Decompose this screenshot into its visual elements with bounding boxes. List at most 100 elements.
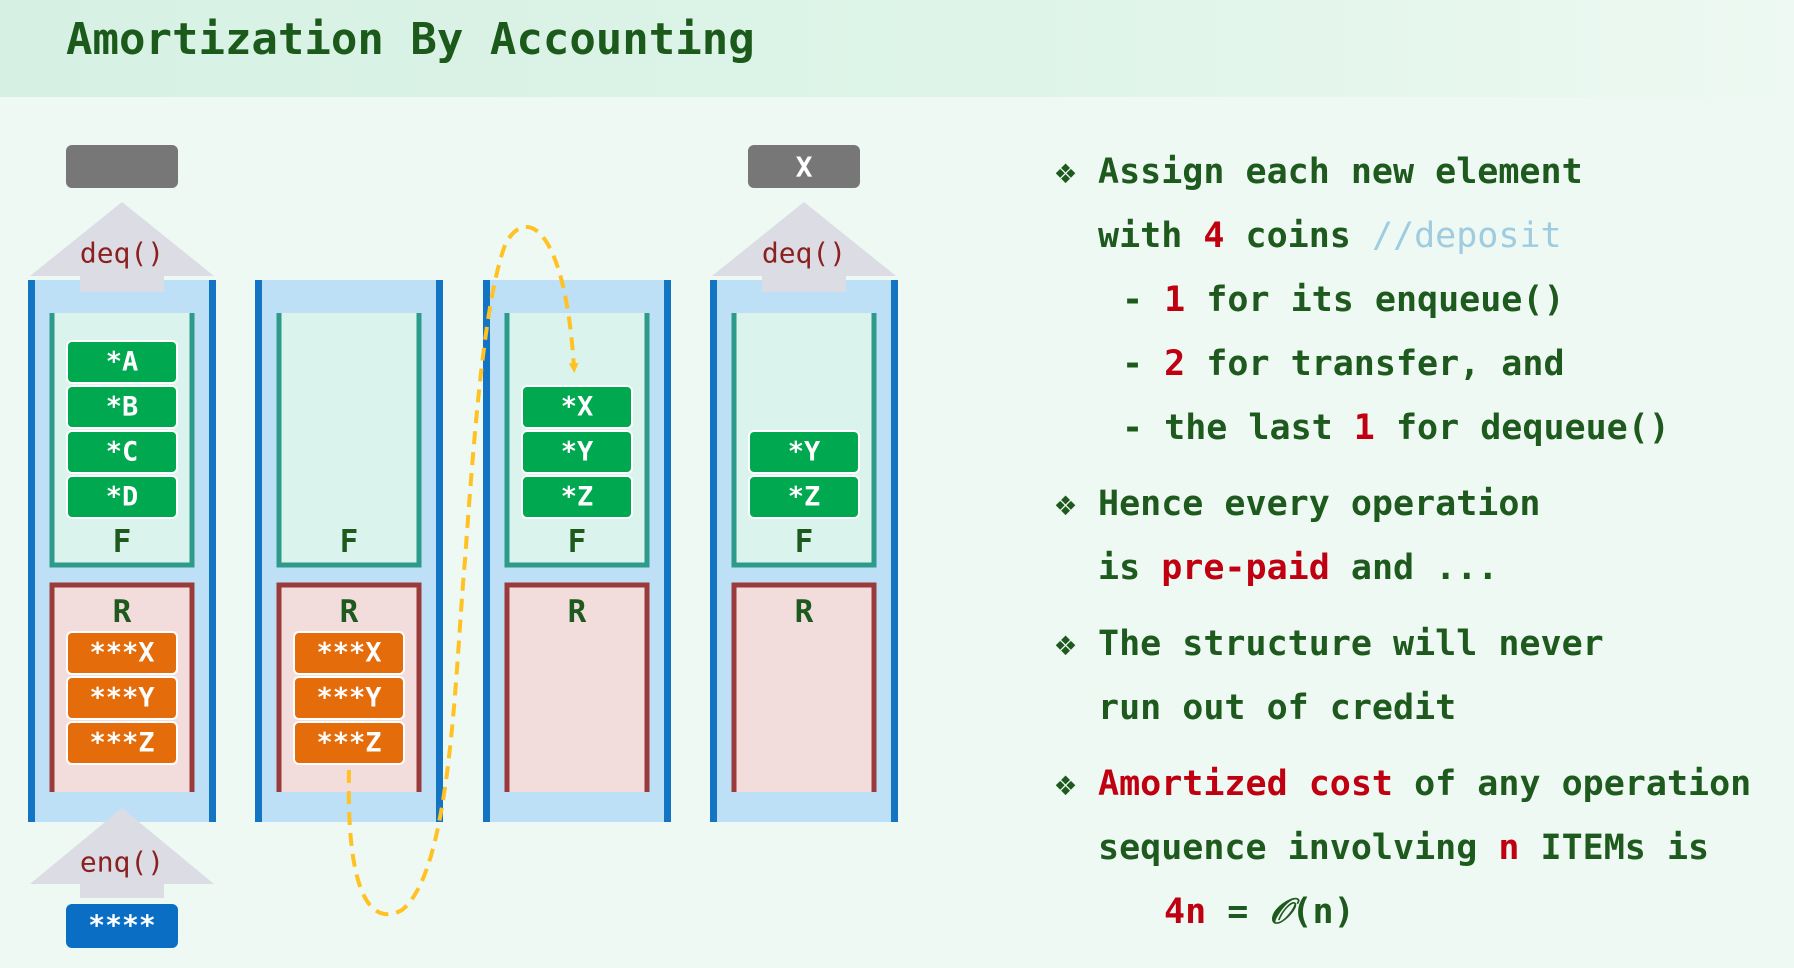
front-item	[66, 475, 178, 519]
front-item-label: *Z	[561, 482, 594, 513]
front-item-label: *Y	[561, 437, 594, 468]
transfer-arc-arrow	[346, 225, 579, 917]
front-item-label: *B	[106, 392, 139, 423]
bullet-text: sequence involving	[1098, 828, 1499, 868]
column-rail-left	[710, 280, 717, 822]
dequeue-output-box	[66, 145, 178, 188]
bullet-text: coins	[1224, 216, 1372, 256]
front-item	[66, 430, 178, 474]
front-item-label: *X	[561, 392, 594, 423]
bullet-4-line-2: sequence involving n ITEMs is	[1055, 816, 1751, 880]
bullet-2-line-1: ❖ Hence every operation	[1055, 472, 1751, 536]
coin-count: 1	[1164, 280, 1186, 320]
bullet-text: - the last	[1122, 408, 1354, 448]
dequeue-label: deq()	[80, 237, 164, 270]
rear-item	[293, 721, 405, 765]
rear-label: R	[568, 594, 587, 630]
bullet-text: The structure will never	[1098, 624, 1604, 664]
column-rail-right	[209, 280, 216, 822]
bullet-text: for dequeue()	[1374, 408, 1670, 448]
bullet-3-line-1: ❖ The structure will never	[1055, 612, 1751, 676]
front-item	[748, 430, 860, 474]
bullet-text: is	[1098, 548, 1162, 588]
dequeue-label: deq()	[762, 237, 846, 270]
front-item	[521, 430, 633, 474]
front-stack-border	[49, 313, 195, 568]
diamond-bullet-icon: ❖	[1055, 484, 1077, 524]
dequeue-output-box	[748, 145, 860, 188]
front-item	[748, 475, 860, 519]
rear-stack-border	[504, 582, 650, 792]
pre-paid-highlight: pre-paid	[1161, 548, 1330, 588]
bullet-text: -	[1122, 344, 1165, 384]
cost-4n: 4n	[1164, 892, 1207, 932]
bullet-text: Hence every operation	[1098, 484, 1541, 524]
rear-stack	[734, 585, 874, 792]
front-item	[66, 340, 178, 384]
column-rail-left	[255, 280, 262, 822]
enqueue-input-box	[66, 904, 178, 948]
page-title: Amortization By Accounting	[66, 14, 755, 65]
front-item	[521, 385, 633, 429]
bullet-text: ITEMs is	[1519, 828, 1710, 868]
diamond-bullet-icon: ❖	[1055, 764, 1077, 804]
front-item-label: *C	[106, 437, 139, 468]
front-stack-border	[276, 313, 422, 568]
front-stack	[279, 313, 419, 565]
bullet-1-line-2: with 4 coins //deposit	[1055, 204, 1751, 268]
bullet-2-line-2: is pre-paid and ...	[1055, 536, 1751, 600]
front-label: F	[113, 524, 132, 560]
bullet-3-line-2: run out of credit	[1055, 676, 1751, 740]
bullet-1-sub-1: - 1 for its enqueue()	[1055, 268, 1751, 332]
rear-item	[66, 631, 178, 675]
equals-sign: =	[1206, 892, 1270, 932]
column-rail-left	[28, 280, 35, 822]
diamond-bullet-icon: ❖	[1055, 152, 1077, 192]
coin-count: 4	[1203, 216, 1225, 256]
rear-item-label: ***Z	[316, 728, 381, 759]
title-bar	[0, 0, 1794, 97]
rear-item	[66, 676, 178, 720]
rear-stack-border	[731, 582, 877, 792]
dequeue-arrow	[30, 202, 214, 276]
diamond-bullet-icon: ❖	[1055, 624, 1077, 664]
rear-stack	[507, 585, 647, 792]
bullet-text: Assign each new element	[1098, 152, 1583, 192]
rear-item-label: ***Y	[316, 683, 382, 714]
bullet-1-line-1: ❖ Assign each new element	[1055, 140, 1751, 204]
bullet-4-line-1: ❖Amortized cost of any operation	[1055, 752, 1751, 816]
rear-item	[293, 676, 405, 720]
queue-diagram: FR*A*B*C*D***X***Y***Zdeq()enq()****FR**…	[28, 145, 898, 948]
enqueue-input-label: ****	[88, 909, 155, 942]
dequeue-arrow-stem	[762, 276, 846, 292]
bullet-list: ❖ Assign each new element with 4 coins //…	[1055, 140, 1751, 944]
rear-item-label: ***X	[89, 638, 154, 669]
enqueue-arrow	[30, 808, 214, 884]
bullet-text: for its enqueue()	[1185, 280, 1565, 320]
bullet-text: with	[1098, 216, 1204, 256]
rear-item	[66, 721, 178, 765]
column-rail-right	[436, 280, 443, 822]
enqueue-label: enq()	[80, 846, 164, 879]
front-item-label: *D	[106, 482, 139, 513]
rear-item-label: ***Z	[89, 728, 154, 759]
bullet-4-line-3: 4n = 𝒪(n)	[1055, 880, 1751, 944]
dequeue-arrow-stem	[80, 276, 164, 292]
column-rail-left	[483, 280, 490, 822]
amortized-cost-highlight: Amortized cost	[1098, 764, 1394, 804]
coin-count: 1	[1353, 408, 1375, 448]
front-stack-border	[731, 313, 877, 568]
front-label: F	[795, 524, 814, 560]
enqueue-arrow-stem	[80, 880, 164, 898]
front-item	[521, 475, 633, 519]
coin-count: 2	[1164, 344, 1186, 384]
deposit-comment: //deposit	[1371, 216, 1562, 256]
front-item-label: *Z	[788, 482, 821, 513]
rear-label: R	[113, 594, 132, 630]
rear-label: R	[795, 594, 814, 630]
bullet-text: for transfer, and	[1185, 344, 1565, 384]
front-item-label: *Y	[788, 437, 821, 468]
rear-label: R	[340, 594, 359, 630]
front-label: F	[340, 524, 359, 560]
rear-item-label: ***Y	[89, 683, 155, 714]
